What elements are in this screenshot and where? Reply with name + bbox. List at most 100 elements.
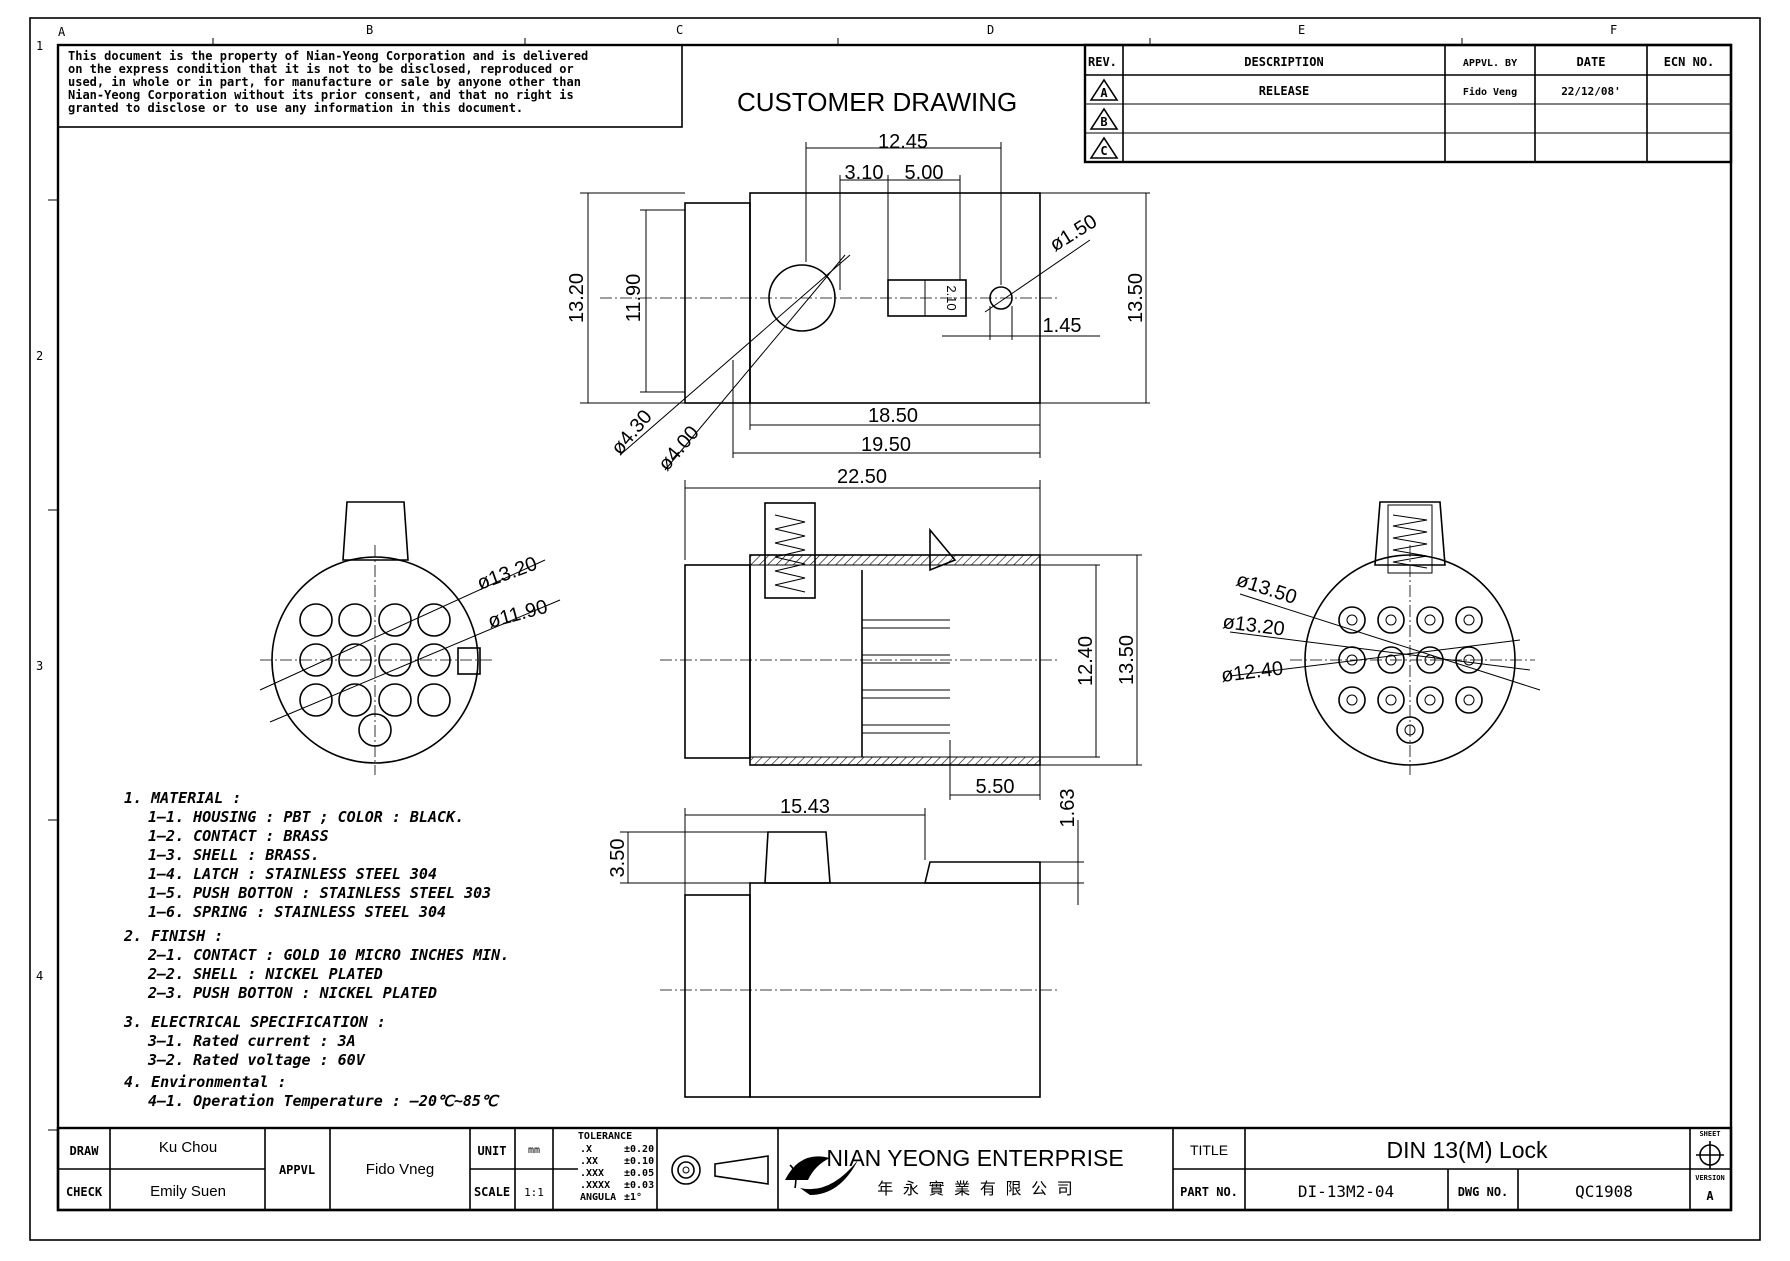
dwg-no-label: DWG NO. xyxy=(1458,1185,1509,1199)
projection-symbol xyxy=(671,1155,769,1185)
svg-text:1—1. HOUSING : PBT ; COLO: 1—1. HOUSING : PBT ; COLOR : BLACK. xyxy=(148,808,464,826)
col-label-a: A xyxy=(58,25,66,39)
dim-dia-1-50: ø1.50 xyxy=(1046,210,1101,256)
dim-22-50: 22.50 xyxy=(837,466,887,488)
notice-box xyxy=(57,44,683,128)
part-no-value: DI-13M2-04 xyxy=(1298,1182,1394,1201)
svg-text:2. FINISH :: 2. FINISH : xyxy=(123,927,223,945)
svg-text:±0.20: ±0.20 xyxy=(624,1144,654,1155)
sheet-symbol-icon xyxy=(1696,1141,1724,1169)
row-label-1: 1 xyxy=(36,39,43,53)
rev-header: REV. xyxy=(1088,55,1117,69)
rev-a-approver: Fido Veng xyxy=(1463,86,1517,98)
column-markers: A B C D E F xyxy=(58,23,1617,45)
notice-text: This document is the property of Nian-Ye… xyxy=(68,49,588,115)
ecn-header: ECN NO. xyxy=(1664,55,1715,69)
svg-text:3—1. Rated current : 3A: 3—1. Rated current : 3A xyxy=(147,1032,356,1050)
svg-text:2—2. SHELL : NICKEL PLATED: 2—2. SHELL : NICKEL PLATED xyxy=(147,965,383,983)
dim-12-45: 12.45 xyxy=(878,131,928,153)
dim-dia-4-30: ø4.30 xyxy=(607,406,657,459)
dim-3-50: 3.50 xyxy=(607,839,629,878)
svg-text:.XXXX: .XXXX xyxy=(580,1180,610,1191)
svg-text:used, in whole or in part, for: used, in whole or in part, for manufactu… xyxy=(68,75,581,89)
dim-dia-4-00: ø4.00 xyxy=(654,422,704,475)
svg-text:3. ELECTRICAL SPECIFICATION: 3. ELECTRICAL SPECIFICATION : xyxy=(123,1013,386,1031)
svg-text:1—5. PUSH BOTTON : STAINLE: 1—5. PUSH BOTTON : STAINLESS STEEL 303 xyxy=(148,884,491,902)
scale-label: SCALE xyxy=(474,1185,510,1199)
svg-text:.X: .X xyxy=(580,1144,592,1155)
svg-text:1—3. SHELL : BRASS.: 1—3. SHELL : BRASS. xyxy=(148,846,320,864)
unit-value: mm xyxy=(528,1145,540,1156)
dim-dia-13-20-right: ø13.20 xyxy=(1221,611,1285,640)
svg-text:1—6. SPRING : STAINLESS ST: 1—6. SPRING : STAINLESS STEEL 304 xyxy=(148,903,446,921)
svg-text:granted to disclose or to use: granted to disclose or to use any inform… xyxy=(68,101,523,115)
dim-5-50: 5.50 xyxy=(976,776,1015,798)
top-view: 2.10 12.45 3.10 5.00 13.20 11.90 13.50 ø… xyxy=(566,131,1150,475)
draw-name: Ku Chou xyxy=(159,1139,217,1156)
rev-b-label: B xyxy=(1100,115,1107,129)
version-value: A xyxy=(1706,1189,1714,1203)
svg-text:4. Environmental :: 4. Environmental : xyxy=(124,1073,287,1091)
title-value: DIN 13(M) Lock xyxy=(1386,1137,1548,1163)
sheet-label: SHEET xyxy=(1699,1130,1720,1138)
company-name-zh: 年 永 實 業 有 限 公 司 xyxy=(877,1179,1072,1198)
dim-18-50: 18.50 xyxy=(868,405,918,427)
dim-12-40: 12.40 xyxy=(1075,636,1097,686)
description-header: DESCRIPTION xyxy=(1244,55,1323,69)
title-block: DRAW Ku Chou CHECK Emily Suen APPVL Fido… xyxy=(56,1126,1733,1212)
dim-dia-13-20-left: ø13.20 xyxy=(474,553,540,595)
dim-1-45: 1.45 xyxy=(1043,315,1082,337)
drawing-heading: CUSTOMER DRAWING xyxy=(737,87,1017,117)
dwg-no-value: QC1908 xyxy=(1575,1182,1633,1201)
appvl-name: Fido Vneg xyxy=(366,1161,434,1178)
dim-15-43: 15.43 xyxy=(780,796,830,818)
svg-text:4—1. Operation Temperature: 4—1. Operation Temperature : —20℃~85℃ xyxy=(148,1092,500,1110)
svg-text:.XXX: .XXX xyxy=(580,1168,604,1179)
company-logo xyxy=(785,1156,858,1195)
svg-text:±0.05: ±0.05 xyxy=(624,1168,654,1179)
col-label-f: F xyxy=(1610,23,1617,37)
svg-text:This document is the property: This document is the property of Nian-Ye… xyxy=(68,49,588,63)
revision-table: REV. DESCRIPTION APPVL. BY DATE ECN NO. … xyxy=(1083,43,1733,164)
unit-label: UNIT xyxy=(478,1144,507,1158)
svg-text:±1°: ±1° xyxy=(624,1192,642,1203)
dim-5-00: 5.00 xyxy=(905,162,944,184)
appvl-by-header: APPVL. BY xyxy=(1463,58,1517,69)
part-no-label: PART NO. xyxy=(1180,1185,1238,1199)
outer-frame xyxy=(29,17,1761,1241)
dim-13-20-top: 13.20 xyxy=(566,273,588,323)
draw-label: DRAW xyxy=(70,1144,100,1158)
check-label: CHECK xyxy=(66,1185,103,1199)
dim-3-10: 3.10 xyxy=(845,162,884,184)
scale-value: 1:1 xyxy=(524,1186,544,1199)
right-face-pins xyxy=(1338,606,1483,744)
dim-13-50-top: 13.50 xyxy=(1125,273,1147,323)
svg-text:±0.10: ±0.10 xyxy=(624,1156,654,1167)
svg-text:3—2. Rated voltage : 60V: 3—2. Rated voltage : 60V xyxy=(147,1051,366,1069)
dim-13-50-section: 13.50 xyxy=(1116,635,1138,685)
date-header: DATE xyxy=(1577,55,1606,69)
right-face-view: ø13.50 ø13.20 ø12.40 xyxy=(1220,501,1541,775)
svg-text:on the express condition tha: on the express condition that it is not … xyxy=(68,62,574,76)
row-markers: 1 2 3 4 xyxy=(36,39,58,1131)
svg-text:2—3. PUSH BOTTON : NICKEL: 2—3. PUSH BOTTON : NICKEL PLATED xyxy=(147,984,437,1002)
row-label-3: 3 xyxy=(36,659,43,673)
svg-text:ANGULA: ANGULA xyxy=(580,1192,616,1203)
rev-a-label: A xyxy=(1100,86,1108,100)
dim-dia-12-40-right: ø12.40 xyxy=(1220,658,1284,687)
svg-text:1. MATERIAL :: 1. MATERIAL : xyxy=(124,789,241,807)
left-face-view: ø13.20 ø11.90 xyxy=(259,501,561,775)
bottom-view: 15.43 3.50 1.63 xyxy=(607,789,1084,1098)
rev-a-date: 22/12/08' xyxy=(1561,85,1621,98)
company-name-en: NIAN YEONG ENTERPRISE xyxy=(826,1145,1123,1171)
svg-text:.XX: .XX xyxy=(580,1156,598,1167)
rev-c-label: C xyxy=(1100,144,1107,158)
appvl-label: APPVL xyxy=(279,1163,315,1177)
svg-text:1—2. CONTACT : BRASS: 1—2. CONTACT : BRASS xyxy=(148,827,329,845)
col-label-e: E xyxy=(1298,23,1305,37)
col-label-b: B xyxy=(366,23,373,37)
dim-19-50: 19.50 xyxy=(861,434,911,456)
row-label-4: 4 xyxy=(36,969,43,983)
version-label: VERSION xyxy=(1695,1174,1725,1182)
